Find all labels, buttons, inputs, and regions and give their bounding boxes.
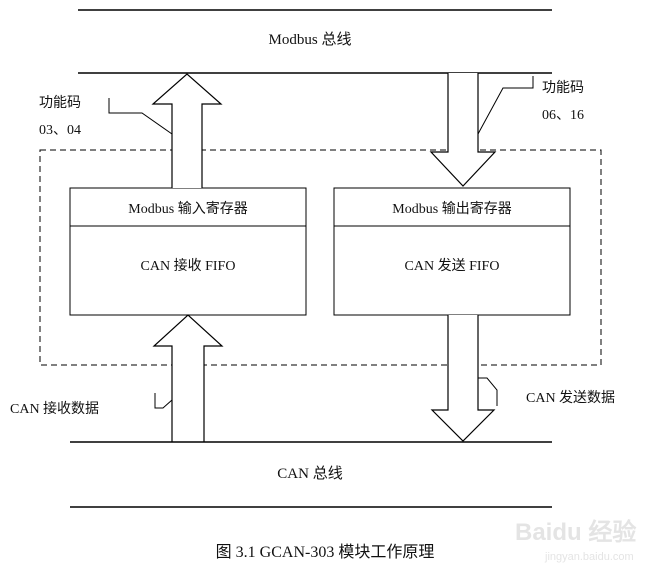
arrow-up-to-modbus <box>151 73 223 188</box>
output-register-block: Modbus 输出寄存器 CAN 发送 FIFO <box>333 187 571 316</box>
input-register-block: Modbus 输入寄存器 CAN 接收 FIFO <box>69 187 307 316</box>
modbus-bus-label: Modbus 总线 <box>269 31 352 48</box>
arrow-down-to-output <box>429 73 497 187</box>
input-register-header: Modbus 输入寄存器 <box>128 200 247 217</box>
baidu-watermark: Baidu 经验 jingyan.baidu.com <box>515 518 636 563</box>
module-boundary <box>39 149 602 366</box>
figure-caption: 图 3.1 GCAN-303 模块工作原理 <box>216 543 435 561</box>
function-code-right-leader <box>477 76 534 135</box>
can-receive-fifo-label: CAN 接收 FIFO <box>141 257 236 274</box>
function-code-right-codes: 06、16 <box>542 108 584 123</box>
can-send-leader <box>478 377 498 406</box>
can-receive-leader <box>154 393 173 409</box>
function-code-right-title: 功能码 <box>542 80 584 96</box>
function-code-left-codes: 03、04 <box>39 123 81 138</box>
watermark-brand: Baidu 经验 <box>515 518 636 546</box>
watermark-url: jingyan.baidu.com <box>544 551 634 563</box>
arrow-down-to-can <box>430 315 496 442</box>
can-send-data-label: CAN 发送数据 <box>526 390 615 406</box>
arrow-up-from-can <box>152 314 224 442</box>
function-code-left-title: 功能码 <box>39 95 81 111</box>
output-register-header: Modbus 输出寄存器 <box>392 200 511 217</box>
function-code-left-leader <box>108 98 173 135</box>
can-bus-label: CAN 总线 <box>277 465 342 482</box>
can-receive-data-label: CAN 接收数据 <box>10 400 99 417</box>
can-send-fifo-label: CAN 发送 FIFO <box>405 258 500 274</box>
